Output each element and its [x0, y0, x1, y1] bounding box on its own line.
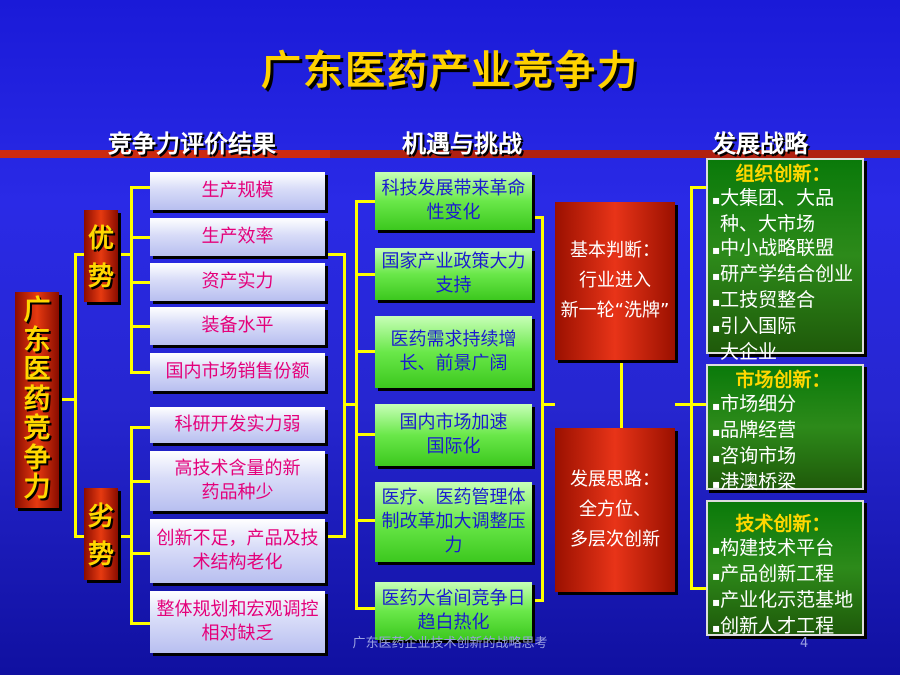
- connector: [355, 200, 358, 610]
- strategy-org-item: 引入国际: [712, 314, 862, 340]
- opportunity-item: 医药大省间竞争日趋白热化: [375, 582, 532, 640]
- strategy-org-item: 中小战略联盟: [712, 236, 862, 262]
- connector: [326, 535, 346, 538]
- connector: [130, 236, 150, 239]
- connector: [343, 253, 346, 537]
- connector: [355, 273, 375, 276]
- strategy-org-item-cont: 大企业: [720, 341, 778, 363]
- strategy-tech-item: 产品创新工程: [712, 562, 862, 588]
- root-box: 广东医药竞争力: [15, 292, 59, 508]
- connector: [130, 186, 150, 189]
- thinking-label: 发展思路：: [570, 469, 660, 490]
- connector: [74, 535, 84, 538]
- connector: [130, 186, 133, 374]
- connector: [130, 371, 150, 374]
- opportunity-item: 国内市场加速国际化: [375, 404, 532, 466]
- header-rule-left: [0, 150, 330, 158]
- strategy-org-box: 组织创新： 大集团、大品 种、大市场 中小战略联盟 研产学结合创业 工技贸整合 …: [706, 158, 864, 363]
- connector: [620, 358, 623, 428]
- connector: [74, 253, 77, 537]
- strategy-org-title: 组织创新：: [735, 163, 831, 185]
- strategy-market-item: 品牌经营: [712, 418, 862, 444]
- advantage-item: 生产效率: [150, 218, 325, 256]
- strategy-org-item: 工技贸整合: [712, 288, 862, 314]
- strategy-tech-item: 构建技术平台: [712, 536, 862, 562]
- advantage-item: 国内市场销售份额: [150, 353, 325, 391]
- opportunity-item: 科技发展带来革命性变化: [375, 172, 532, 230]
- connector: [690, 403, 708, 406]
- connector: [74, 253, 84, 256]
- header-rule-right: [330, 150, 900, 158]
- strategy-tech-item: 产业化示范基地: [712, 588, 862, 614]
- connector: [690, 587, 708, 590]
- disadvantage-item: 科研开发实力弱: [150, 407, 325, 443]
- connector: [130, 325, 150, 328]
- judgment-line2: 新一轮“洗牌”: [560, 300, 670, 321]
- header-evaluation: 竞争力评价结果: [108, 130, 276, 158]
- connector: [690, 186, 693, 590]
- thinking-line1: 全方位、: [579, 499, 651, 520]
- connector: [130, 426, 133, 625]
- connector: [690, 186, 708, 189]
- judgment-line1: 行业进入: [579, 270, 651, 291]
- strategy-market-item: 咨询市场: [712, 444, 862, 470]
- connector: [130, 622, 150, 625]
- connector: [60, 398, 76, 401]
- connector: [118, 535, 132, 538]
- connector: [675, 403, 693, 406]
- strategy-org-item: 研产学结合创业: [712, 262, 862, 288]
- judgment-box: 基本判断： 行业进入 新一轮“洗牌”: [555, 202, 675, 360]
- thinking-box: 发展思路： 全方位、 多层次创新: [555, 428, 675, 592]
- opportunity-item: 国家产业政策大力支持: [375, 248, 532, 300]
- advantage-label: 优势: [87, 224, 114, 292]
- strategy-market-box: 市场创新： 市场细分 品牌经营 咨询市场 港澳桥梁: [706, 364, 864, 493]
- disadvantage-item: 整体规划和宏观调控相对缺乏: [150, 591, 325, 653]
- disadvantage-item: 高技术含量的新药品种少: [150, 451, 325, 511]
- header-strategy: 发展战略: [712, 130, 808, 158]
- advantage-item: 装备水平: [150, 307, 325, 345]
- connector: [355, 607, 375, 610]
- root-label: 广东医药竞争力: [23, 295, 51, 503]
- connector: [343, 403, 357, 406]
- connector: [326, 253, 346, 256]
- disadvantage-label: 劣势: [87, 502, 114, 570]
- strategy-tech-item: 创新人才工程: [712, 614, 862, 640]
- connector: [355, 519, 375, 522]
- connector: [130, 281, 150, 284]
- disadvantage-box: 劣势: [84, 488, 118, 580]
- connector: [118, 253, 132, 256]
- page-title: 广东医药产业竞争力: [261, 48, 639, 94]
- thinking-line2: 多层次创新: [570, 529, 660, 550]
- strategy-market-title: 市场创新：: [735, 369, 831, 391]
- opportunity-item: 医疗、医药管理体制改革加大调整压力: [375, 482, 532, 562]
- strategy-org-item-cont: 种、大市场: [720, 213, 816, 235]
- strategy-org-item: 大集团、大品: [712, 186, 862, 212]
- advantage-item: 生产规模: [150, 172, 325, 210]
- connector: [532, 599, 544, 602]
- judgment-label: 基本判断：: [570, 240, 660, 261]
- page-number: 4: [800, 636, 809, 651]
- opportunity-item: 医药需求持续增长、前景广阔: [375, 316, 532, 388]
- connector: [541, 216, 544, 602]
- footer-text: 广东医药企业技术创新的战略思考: [352, 636, 548, 651]
- connector: [355, 200, 375, 203]
- connector: [355, 350, 375, 353]
- connector: [130, 426, 150, 429]
- strategy-tech-box: 技术创新： 构建技术平台 产品创新工程 产业化示范基地 创新人才工程: [706, 500, 864, 637]
- connector: [355, 433, 375, 436]
- disadvantage-item: 创新不足，产品及技术结构老化: [150, 519, 325, 583]
- connector: [541, 403, 555, 406]
- connector: [130, 552, 150, 555]
- strategy-tech-title: 技术创新：: [735, 513, 831, 535]
- connector: [130, 480, 150, 483]
- advantage-box: 优势: [84, 210, 118, 302]
- header-opportunities: 机遇与挑战: [402, 130, 522, 158]
- connector: [532, 216, 544, 219]
- advantage-item: 资产实力: [150, 263, 325, 301]
- strategy-market-item: 市场细分: [712, 392, 862, 418]
- strategy-market-item: 港澳桥梁: [712, 470, 862, 496]
